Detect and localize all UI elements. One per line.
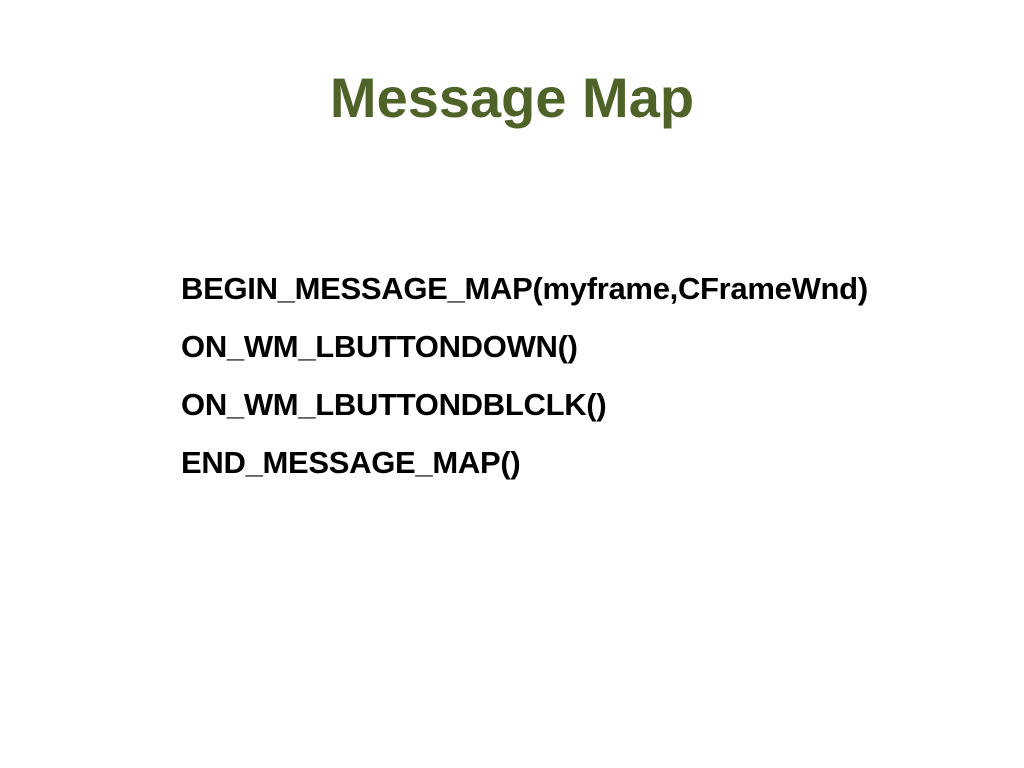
code-line-on-wm-lbuttondown: ON_WM_LBUTTONDOWN() [181, 329, 578, 364]
code-line-end-message-map: END_MESSAGE_MAP() [181, 445, 521, 480]
code-block: BEGIN_MESSAGE_MAP(myframe,CFrameWnd) ON_… [181, 260, 1001, 492]
code-line-on-wm-lbuttondblclk: ON_WM_LBUTTONDBLCLK() [181, 387, 607, 422]
slide-title: Message Map [329, 66, 695, 129]
code-line-begin-message-map: BEGIN_MESSAGE_MAP(myframe,CFrameWnd) [181, 271, 868, 306]
